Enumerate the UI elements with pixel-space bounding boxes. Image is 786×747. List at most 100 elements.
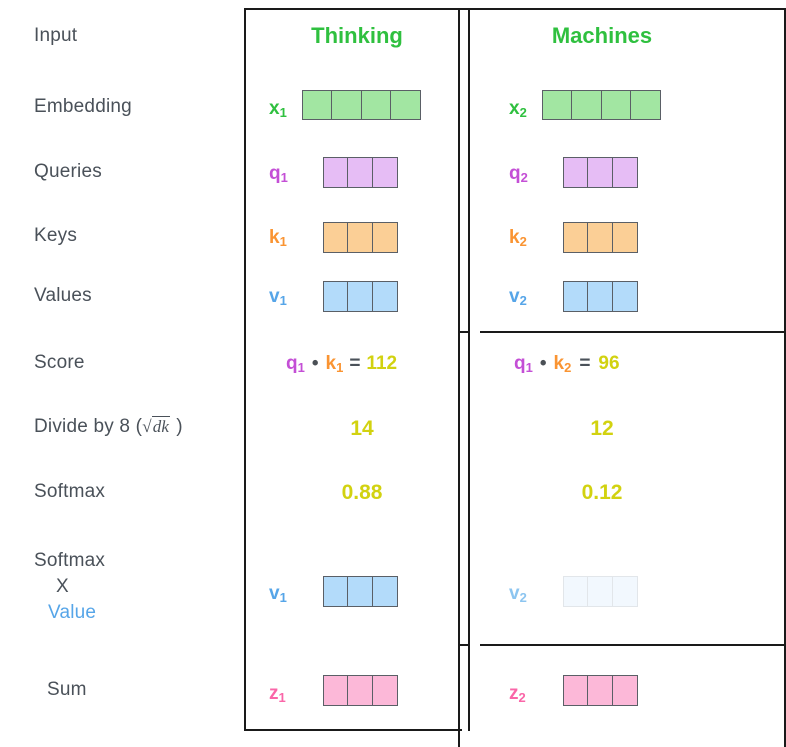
- v2-subscript: 2: [519, 293, 527, 308]
- vector-k1: [323, 222, 398, 253]
- vector-cell: [347, 281, 374, 312]
- vector-cell: [371, 281, 398, 312]
- vector-cell: [371, 576, 398, 607]
- x2-subscript: 2: [519, 105, 527, 120]
- vector-cell: [563, 222, 589, 253]
- dot-operator: •: [539, 353, 547, 374]
- vector-cell: [323, 281, 349, 312]
- vector-cell: [611, 576, 638, 607]
- q2-subscript: 2: [520, 170, 528, 185]
- q1-base: q: [269, 163, 281, 184]
- score-right-q: q: [514, 353, 526, 374]
- score-right-k-sub: 2: [564, 360, 572, 375]
- wv1-base: v: [269, 583, 280, 604]
- vector-cell: [331, 90, 363, 120]
- k1-subscript: 1: [279, 234, 287, 249]
- divided-score-right: 12: [590, 417, 614, 440]
- z2-base: z: [509, 683, 519, 704]
- outline-mask-step-a: [470, 327, 480, 336]
- v2-base: v: [509, 286, 520, 307]
- vector-cell: [563, 675, 589, 706]
- equals-sign: =: [579, 353, 591, 374]
- vector-cell: [371, 157, 398, 188]
- row-label-score: Score: [34, 352, 85, 373]
- z1-subscript: 1: [278, 690, 286, 705]
- wv2-subscript: 2: [519, 590, 527, 605]
- weighted-vector-v1: [323, 576, 398, 607]
- vector-cell: [563, 157, 589, 188]
- vector-x1: [302, 90, 422, 120]
- vector-cell: [542, 90, 573, 120]
- x1-base: x: [269, 98, 280, 119]
- wv2-base: v: [509, 583, 520, 604]
- score-left-value: 112: [366, 353, 398, 374]
- divide-text: Divide by 8 (: [34, 416, 143, 437]
- vector-cell: [630, 90, 662, 120]
- weighted-vector-label-v1: v1: [269, 583, 287, 605]
- outline-mask-left-b: [462, 335, 468, 644]
- vector-cell: [323, 576, 349, 607]
- outline-mask-step-b: [470, 640, 480, 649]
- vector-label-v2: v2: [509, 286, 527, 308]
- vector-cell: [587, 157, 614, 188]
- vector-cell: [587, 675, 614, 706]
- vector-cell: [347, 222, 374, 253]
- softmax-right: 0.12: [581, 481, 623, 504]
- vector-cell: [587, 281, 614, 312]
- vector-cell: [611, 157, 638, 188]
- vector-cell: [323, 157, 349, 188]
- vector-cell: [563, 576, 589, 607]
- vector-v1: [323, 281, 398, 312]
- vector-cell: [587, 576, 614, 607]
- vector-v2: [563, 281, 638, 312]
- k2-base: k: [509, 227, 520, 248]
- score-formula-left: q1•k1=112: [286, 353, 397, 375]
- vector-cell: [611, 222, 638, 253]
- vector-cell: [587, 222, 614, 253]
- score-left-k-sub: 1: [336, 360, 344, 375]
- vector-label-x1: x1: [269, 98, 287, 120]
- vector-z2: [563, 675, 638, 706]
- times-line: X: [56, 576, 69, 598]
- dk-symbol: dk: [152, 417, 170, 436]
- weighted-vector-v2: [563, 576, 638, 607]
- row-label-embedding: Embedding: [34, 96, 132, 117]
- score-left-q: q: [286, 353, 298, 374]
- column-header-machines: Machines: [551, 23, 653, 48]
- dot-operator: •: [311, 353, 319, 374]
- z1-base: z: [269, 683, 279, 704]
- vector-cell: [371, 675, 398, 706]
- vector-q1: [323, 157, 398, 188]
- vector-cell: [571, 90, 603, 120]
- row-label-keys: Keys: [34, 225, 78, 246]
- vector-z1: [323, 675, 398, 706]
- vector-label-z2: z2: [509, 683, 526, 705]
- vector-label-k2: k2: [509, 227, 527, 249]
- vector-label-v1: v1: [269, 286, 287, 308]
- vector-k2: [563, 222, 638, 253]
- vector-cell: [347, 157, 374, 188]
- x2-base: x: [509, 98, 520, 119]
- vector-cell: [347, 576, 374, 607]
- outline-mask-left-a: [462, 10, 468, 331]
- wv1-subscript: 1: [279, 590, 287, 605]
- vector-cell: [360, 90, 392, 120]
- vector-q2: [563, 157, 638, 188]
- softmax-line: Softmax: [34, 550, 106, 571]
- row-label-queries: Queries: [34, 161, 102, 182]
- vector-label-x2: x2: [509, 98, 527, 120]
- x1-subscript: 1: [279, 105, 287, 120]
- value-line: Value: [48, 602, 97, 624]
- vector-label-k1: k1: [269, 227, 287, 249]
- equals-sign: =: [349, 353, 361, 374]
- vector-label-z1: z1: [269, 683, 286, 705]
- vector-cell: [390, 90, 422, 120]
- score-right-k: k: [553, 353, 565, 374]
- vector-cell: [323, 675, 349, 706]
- divide-close: ): [176, 416, 183, 437]
- vector-label-q1: q1: [269, 163, 288, 185]
- vector-cell: [302, 90, 333, 120]
- k2-subscript: 2: [519, 234, 527, 249]
- row-label-values: Values: [34, 285, 92, 306]
